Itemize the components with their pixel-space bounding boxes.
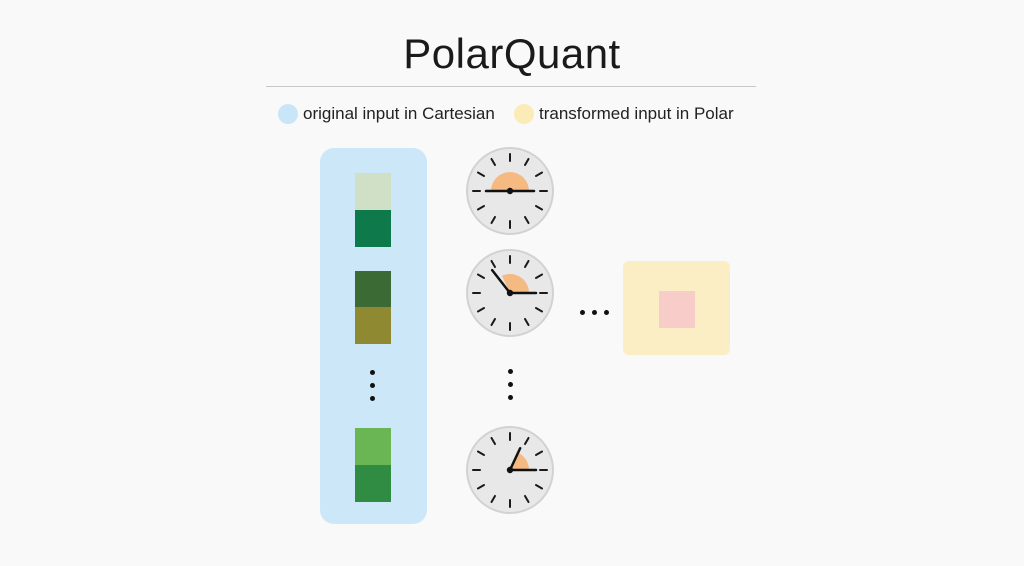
clock-tick	[524, 317, 530, 327]
clock-tick	[534, 450, 544, 456]
clock-pivot	[506, 466, 514, 474]
clock-tick	[524, 157, 530, 167]
clock-tick	[534, 307, 544, 313]
cartesian-ellipsis	[367, 370, 377, 401]
legend-item-polar: transformed input in Polar	[514, 102, 734, 126]
clock-pivot	[506, 187, 514, 195]
horizontal-ellipsis	[580, 310, 609, 315]
polar-clock-3	[466, 426, 554, 514]
clock-tick	[524, 436, 530, 446]
clock-hand	[490, 268, 512, 295]
legend-swatch-polar	[514, 104, 534, 124]
clock-tick	[476, 273, 486, 279]
clock-pivot	[506, 289, 514, 297]
clock-hand	[508, 446, 522, 472]
clock-tick	[490, 259, 496, 269]
legend-swatch-cartesian	[278, 104, 298, 124]
angle-wedge	[501, 274, 529, 293]
legend-label-cartesian: original input in Cartesian	[303, 104, 495, 123]
legend-label-polar: transformed input in Polar	[539, 104, 734, 123]
clock-tick	[524, 259, 530, 269]
vector-pair-3-top	[355, 428, 391, 465]
clock-tick	[490, 215, 496, 225]
clock-tick	[476, 450, 486, 456]
legend-item-cartesian: original input in Cartesian	[278, 102, 495, 126]
clock-tick	[490, 436, 496, 446]
angle-wedge	[510, 452, 529, 470]
vector-pair-2-bottom	[355, 307, 391, 344]
clock-tick	[490, 494, 496, 504]
polar-ellipsis	[505, 369, 515, 400]
clock-tick	[524, 215, 530, 225]
page-title: PolarQuant	[403, 30, 621, 77]
clock-tick	[476, 307, 486, 313]
clock-tick	[534, 484, 544, 490]
polar-clock-2	[466, 249, 554, 337]
clock-tick	[534, 273, 544, 279]
title-divider	[266, 86, 756, 87]
clock-tick	[524, 494, 530, 504]
clock-tick	[534, 205, 544, 211]
polar-clock-1	[466, 147, 554, 235]
clock-tick	[534, 171, 544, 177]
vector-pair-1-bottom	[355, 210, 391, 247]
vector-pair-2-top	[355, 271, 391, 308]
clock-tick	[490, 157, 496, 167]
clock-tick	[490, 317, 496, 327]
clock-tick	[476, 484, 486, 490]
angle-wedge	[491, 172, 529, 191]
vector-pair-3-bottom	[355, 465, 391, 502]
clock-tick	[476, 205, 486, 211]
vector-pair-1-top	[355, 173, 391, 210]
clock-tick	[476, 171, 486, 177]
polar-output-core	[659, 291, 695, 328]
